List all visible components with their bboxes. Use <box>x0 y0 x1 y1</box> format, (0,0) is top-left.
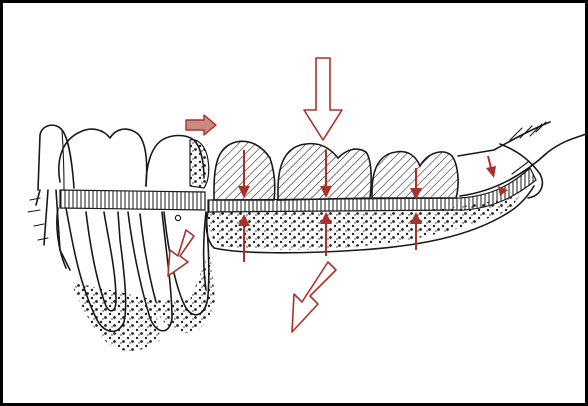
bite-force-arrow-icon <box>304 58 342 140</box>
tilt-force-arrow-icon <box>168 230 194 276</box>
load-transfer-arrow-icon <box>292 262 336 332</box>
mesial-drift-arrow-icon <box>186 115 216 135</box>
